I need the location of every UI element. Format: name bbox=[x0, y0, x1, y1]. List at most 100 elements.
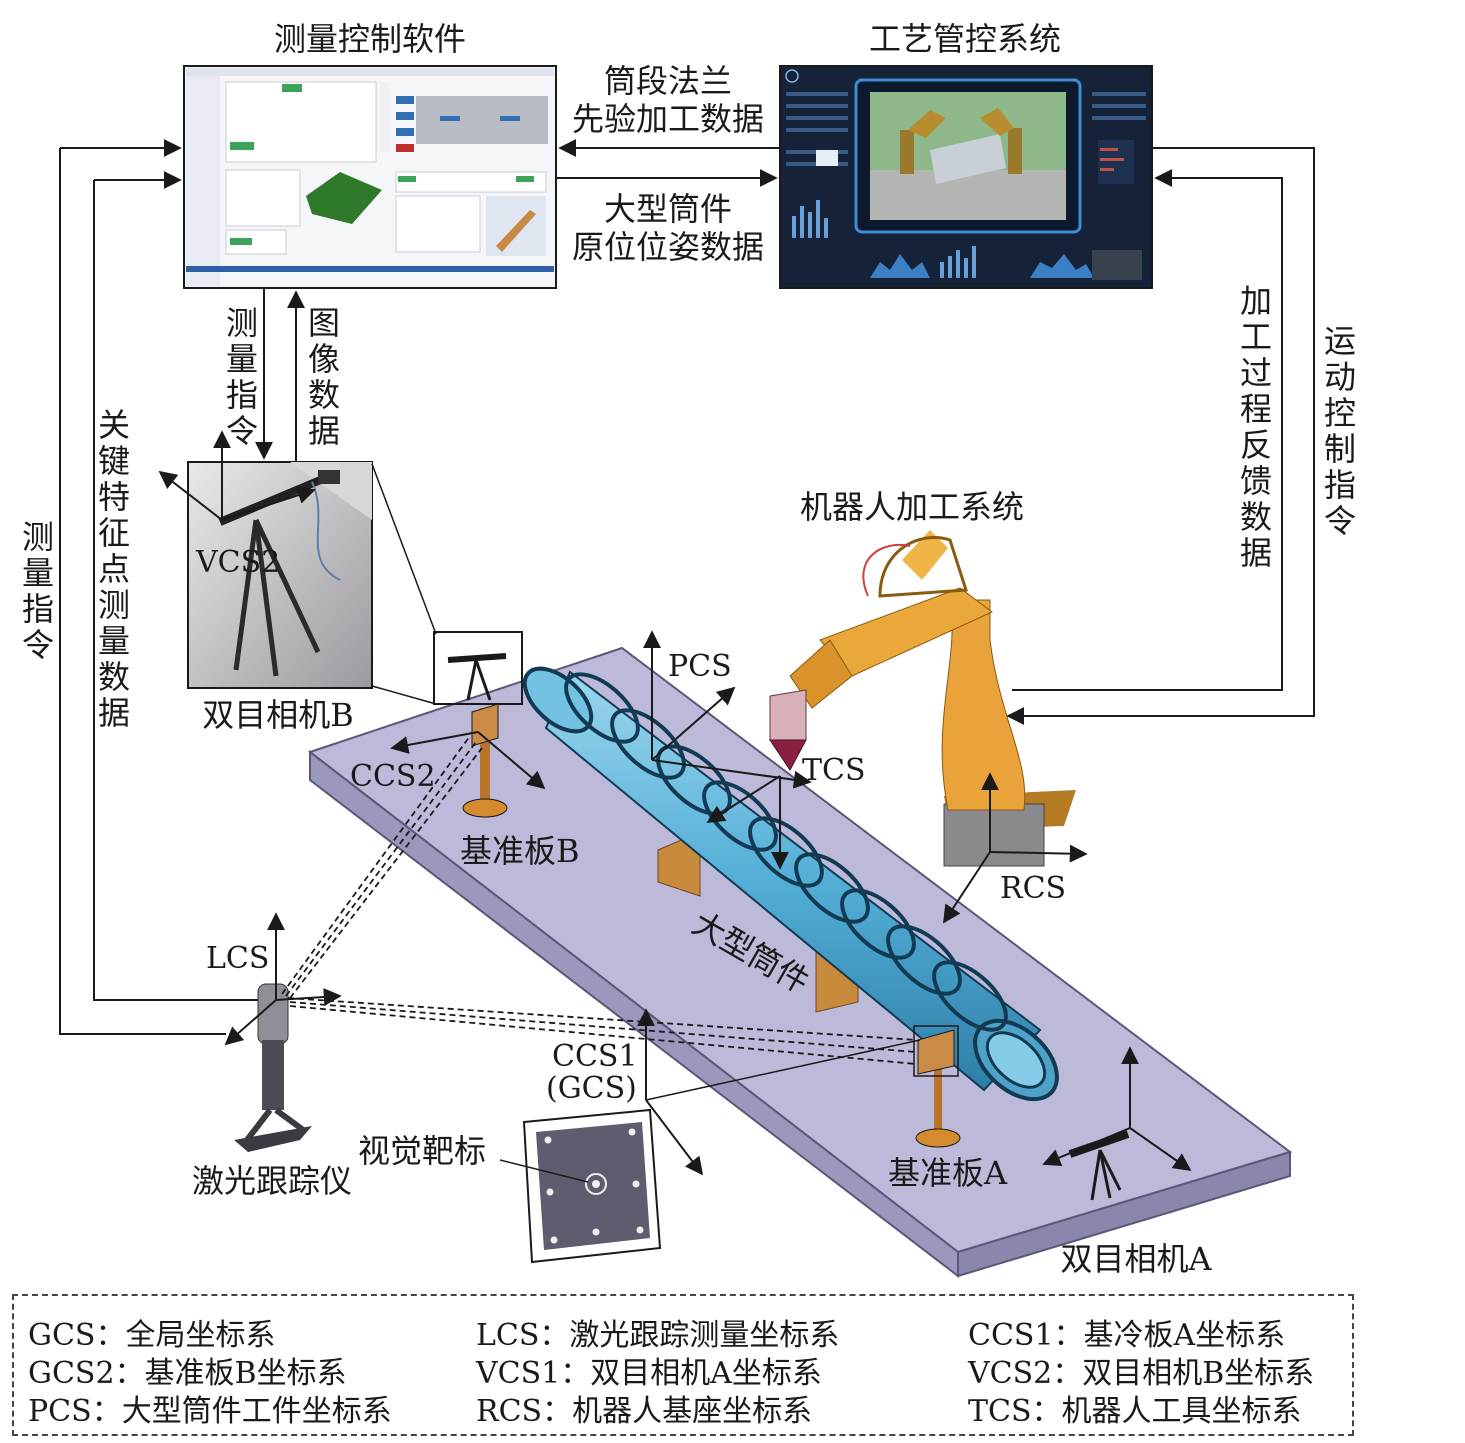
tcs-label: TCS bbox=[802, 753, 866, 788]
laser-tracker bbox=[234, 983, 312, 1152]
measure-cmd-short-char: 量 bbox=[226, 340, 258, 378]
image-data-char: 数 bbox=[308, 376, 340, 414]
tcs-axis-y bbox=[706, 775, 781, 823]
laser-beams bbox=[281, 735, 917, 1065]
ccs1-label: CCS1 bbox=[552, 1039, 638, 1074]
visual-target-label: 视觉靶标 bbox=[358, 1132, 486, 1170]
image-data-char: 像 bbox=[308, 340, 340, 378]
rcs-axis-x bbox=[989, 844, 1088, 863]
vcs2-label: VCS2 bbox=[195, 545, 280, 580]
legend-item: CCS1：基冷板A坐标系 bbox=[968, 1318, 1286, 1353]
robot-system-title: 机器人加工系统 bbox=[800, 488, 1024, 526]
legend-item: TCS：机器人工具坐标系 bbox=[968, 1394, 1302, 1429]
process-control-screenshot bbox=[779, 65, 1153, 289]
process-feedback-char: 反 bbox=[1240, 426, 1272, 464]
reference-plate-b bbox=[390, 631, 546, 818]
ccs1-axis-x bbox=[645, 1099, 704, 1176]
cylinder-ring bbox=[794, 852, 870, 924]
rcs-axis-y bbox=[943, 851, 991, 924]
ccs1-axis-y bbox=[645, 1039, 921, 1101]
legend-item: GCS：全局坐标系 bbox=[28, 1318, 276, 1353]
camera-b-label: 双目相机B bbox=[202, 696, 354, 734]
measure-cmd-left-char: 令 bbox=[22, 626, 54, 664]
legend-item: VCS1：双目相机A坐标系 bbox=[476, 1356, 822, 1391]
measure-cmd-left-char: 量 bbox=[22, 554, 54, 592]
motion-cmd-char: 令 bbox=[1324, 502, 1356, 540]
target-pointer bbox=[499, 1159, 589, 1183]
legend-item: PCS：大型筒件工件坐标系 bbox=[28, 1394, 392, 1429]
measure-cmd-short-char: 指 bbox=[226, 376, 258, 414]
zoom-line-bottom bbox=[371, 685, 437, 705]
legend-item: GCS2：基准板B坐标系 bbox=[28, 1356, 347, 1391]
camera-a bbox=[1068, 1130, 1130, 1201]
legend-item: RCS：机器人基座坐标系 bbox=[476, 1394, 813, 1429]
legend-item: LCS：激光跟踪测量坐标系 bbox=[476, 1318, 840, 1353]
keypoint-data-char: 据 bbox=[98, 694, 130, 732]
cylinder-ring bbox=[564, 672, 640, 744]
cylinder-ring bbox=[840, 888, 916, 960]
cylinder-ring bbox=[932, 960, 1008, 1032]
pose-line1: 大型筒件 bbox=[604, 190, 732, 228]
camera-a-label: 双目相机A bbox=[1060, 1240, 1212, 1278]
process-feedback-char: 加 bbox=[1240, 282, 1272, 320]
process-feedback-char: 工 bbox=[1240, 318, 1272, 356]
process-feedback-char: 过 bbox=[1240, 354, 1272, 392]
pcs-axis-y bbox=[651, 686, 736, 761]
robot bbox=[769, 530, 1076, 867]
image-data-char: 据 bbox=[308, 412, 340, 450]
keypoint-data-char: 键 bbox=[98, 442, 130, 480]
measure-cmd-short-char: 令 bbox=[226, 412, 258, 450]
pcs-axis-x bbox=[651, 759, 812, 789]
laser-tracker-label: 激光跟踪仪 bbox=[192, 1162, 352, 1200]
process-feedback-char: 程 bbox=[1240, 390, 1272, 428]
motion-cmd-char: 动 bbox=[1324, 358, 1356, 396]
motion-cmd-char: 控 bbox=[1324, 394, 1356, 432]
gcs-label: (GCS) bbox=[546, 1071, 637, 1106]
motion-cmd-char: 指 bbox=[1324, 466, 1356, 504]
motion-cmd-char: 制 bbox=[1324, 430, 1356, 468]
cylinder-ring bbox=[886, 924, 962, 996]
measurement-software-screenshot bbox=[183, 65, 557, 289]
platform bbox=[307, 646, 1293, 1279]
camera-b-photo bbox=[158, 430, 373, 689]
legend-box: GCS：全局坐标系 LCS：激光跟踪测量坐标系 CCS1：基冷板A坐标系 GCS… bbox=[12, 1294, 1354, 1436]
large-cylinder bbox=[522, 666, 1059, 1102]
vcs1-axis-y bbox=[1042, 1127, 1131, 1167]
reference-plate-a bbox=[913, 1025, 961, 1148]
visual-target bbox=[522, 1108, 662, 1264]
ref-plate-b-label: 基准板B bbox=[460, 832, 580, 870]
process-control-title: 工艺管控系统 bbox=[869, 20, 1061, 58]
process-feedback-char: 据 bbox=[1240, 534, 1272, 572]
image-data-char: 图 bbox=[308, 304, 340, 342]
lcs-axis-y bbox=[224, 999, 277, 1046]
pcs-label: PCS bbox=[668, 649, 732, 684]
feedback-path bbox=[1012, 169, 1283, 691]
motion-cmd-path bbox=[1006, 147, 1315, 725]
keypoint-data-char: 征 bbox=[98, 514, 130, 552]
keypoint-data-char: 数 bbox=[98, 658, 130, 696]
cylinder-ring bbox=[702, 780, 778, 852]
flange-prior-line1: 筒段法兰 bbox=[604, 62, 732, 100]
lcs-axis-x bbox=[275, 988, 342, 1006]
ccs2-label: CCS2 bbox=[350, 759, 436, 794]
keypoint-path bbox=[93, 180, 276, 1001]
cylinder-ring bbox=[610, 708, 686, 780]
lcs-label: LCS bbox=[206, 941, 269, 976]
legend-item: VCS2：双目相机B坐标系 bbox=[968, 1356, 1315, 1391]
measure-cmd-left-char: 测 bbox=[22, 518, 54, 556]
vcs1-axis-x bbox=[1129, 1127, 1192, 1172]
measure-cmd-short-char: 测 bbox=[226, 304, 258, 342]
ref-plate-a-label: 基准板A bbox=[888, 1154, 1008, 1192]
keypoint-data-char: 测 bbox=[98, 586, 130, 624]
keypoint-data-char: 点 bbox=[98, 550, 130, 588]
measure-cmd-left-char: 指 bbox=[22, 590, 54, 628]
zoom-line-top bbox=[371, 463, 437, 635]
flange-prior-line2: 先验加工数据 bbox=[572, 100, 764, 138]
keypoint-data-char: 关 bbox=[98, 406, 130, 444]
